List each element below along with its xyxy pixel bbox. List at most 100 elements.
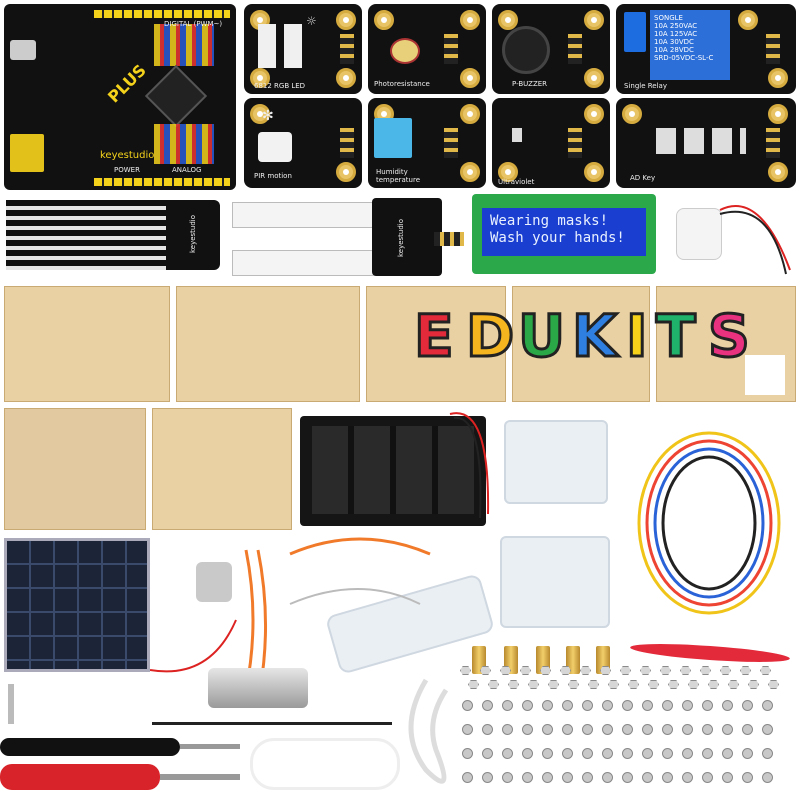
module-label: Single Relay (624, 82, 667, 90)
hex-nut (580, 666, 591, 675)
jumper-cables (620, 418, 798, 628)
hex-nut (600, 666, 611, 675)
machine-screw (522, 724, 533, 735)
plastic-tray-2 (500, 536, 610, 628)
chip-icon (144, 64, 208, 128)
machine-screw (662, 724, 673, 735)
module-label: PIR motion (254, 172, 292, 180)
machine-screw (722, 724, 733, 735)
hex-nut (728, 680, 739, 689)
machine-screw (622, 772, 633, 783)
fan-icon: ✻ (262, 108, 274, 124)
module-label: AD Key (630, 174, 656, 182)
hex-nut (540, 666, 551, 675)
hex-nut (720, 666, 731, 675)
hex-nut (680, 666, 691, 675)
hex-nut (520, 666, 531, 675)
machine-screw (722, 772, 733, 783)
machine-screw (642, 700, 653, 711)
machine-screw (702, 748, 713, 759)
machine-screw (582, 724, 593, 735)
wood-panel-side (656, 286, 796, 402)
soil-sensor: keyestudio (232, 198, 464, 276)
hex-nut (748, 680, 759, 689)
wood-panel-base (4, 408, 146, 530)
hex-nut (608, 680, 619, 689)
sun-icon: ☼ (306, 14, 317, 28)
usb-port-icon (10, 40, 36, 60)
hex-nut (700, 666, 711, 675)
hex-nut (508, 680, 519, 689)
wood-panel-parts (152, 408, 292, 530)
plastic-tray-1 (504, 420, 608, 504)
machine-screw (682, 724, 693, 735)
machine-screw (582, 772, 593, 783)
machine-screw (702, 700, 713, 711)
module-label: P-BUZZER (512, 80, 548, 88)
hex-nut (588, 680, 599, 689)
machine-screw (542, 772, 553, 783)
hardware-grid (460, 666, 800, 800)
hex-nut (568, 680, 579, 689)
hex-nut (480, 666, 491, 675)
machine-screw (642, 748, 653, 759)
terminal-block (624, 12, 646, 52)
lcd-line-2: Wash your hands! (490, 230, 625, 246)
hex-nut (668, 680, 679, 689)
machine-screw (502, 724, 513, 735)
machine-screw (602, 700, 613, 711)
machine-screw (762, 748, 773, 759)
allen-key (8, 684, 14, 724)
machine-screw (542, 748, 553, 759)
wood-panel-house-front (4, 286, 170, 402)
hex-nut (628, 680, 639, 689)
machine-screw (682, 748, 693, 759)
machine-screw (762, 772, 773, 783)
dc-motor (196, 562, 232, 602)
machine-screw (602, 724, 613, 735)
machine-screw (562, 772, 573, 783)
mini-motor (676, 208, 722, 260)
photoresistor (390, 38, 420, 64)
machine-screw (682, 772, 693, 783)
machine-screw (682, 700, 693, 711)
hex-nut (488, 680, 499, 689)
hex-nut (460, 666, 471, 675)
machine-screw (602, 772, 613, 783)
machine-screw (702, 724, 713, 735)
battery-box (300, 416, 486, 526)
hex-nut (620, 666, 631, 675)
wood-panel-gears (512, 286, 650, 402)
module-humidity: Humidity temperature (368, 98, 486, 188)
module-rgb-led: ☼ 6812 RGB LED (244, 4, 362, 94)
module-label: Ultraviolet (498, 178, 535, 186)
machine-screw (562, 700, 573, 711)
machine-screw (742, 748, 753, 759)
machine-screw (522, 748, 533, 759)
hex-nut (468, 680, 479, 689)
machine-screw (502, 748, 513, 759)
machine-screw (542, 700, 553, 711)
wood-panel-roof (366, 286, 506, 402)
hex-nut (688, 680, 699, 689)
hex-nut (740, 666, 751, 675)
wood-panel-walls (176, 286, 360, 402)
screwdriver-red-shaft (160, 774, 240, 780)
screwdriver-red (0, 764, 160, 790)
machine-screw (622, 724, 633, 735)
button-icon (656, 128, 746, 154)
machine-screw (602, 748, 613, 759)
machine-screw (642, 724, 653, 735)
machine-screw (742, 772, 753, 783)
screwdriver-black (0, 738, 180, 756)
machine-screw (462, 724, 473, 735)
relay-icon: SONGLE 10A 250VAC 10A 125VAC 10A 30VDC 1… (650, 10, 730, 80)
jumper-wires-loose (289, 537, 431, 605)
machine-screw (722, 700, 733, 711)
lcd-module: Wearing masks! Wash your hands! (472, 194, 656, 274)
module-label: 6812 RGB LED (254, 82, 306, 90)
machine-screw (702, 772, 713, 783)
module-label: Humidity temperature (376, 168, 420, 184)
machine-screw (522, 772, 533, 783)
header-label-digital: DIGITAL (PWM~) (164, 20, 223, 28)
